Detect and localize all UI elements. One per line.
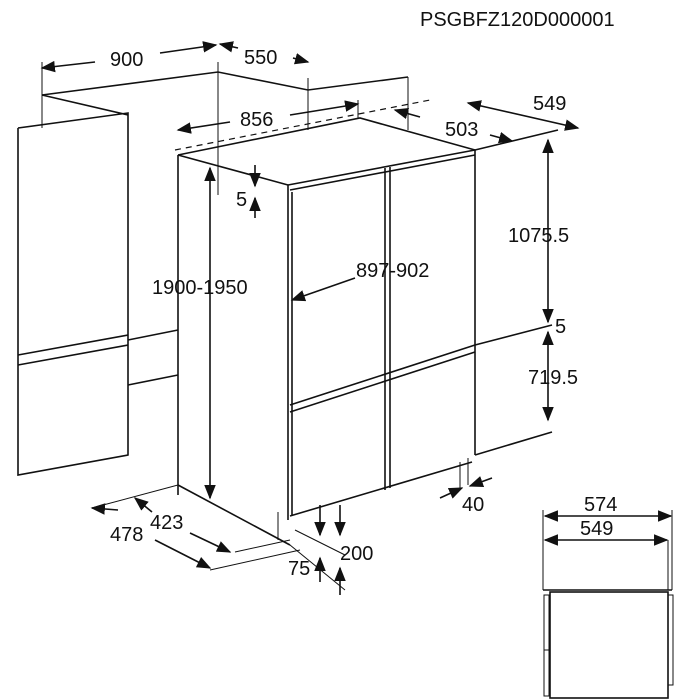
top-view-outline	[542, 510, 674, 699]
dim-floor-depth-outer: 478	[110, 524, 143, 546]
dim-lower-door-height: 719.5	[528, 367, 578, 389]
dim-niche-depth: 550	[244, 47, 277, 69]
dim-upper-door-height: 1075.5	[508, 225, 569, 247]
dim-side-depth-inner: 503	[445, 119, 478, 141]
dim-plinth-offset: 75	[288, 558, 310, 580]
dim-top-view-outer: 574	[584, 494, 617, 516]
floor-lines	[91, 484, 346, 591]
dim-appliance-width: 856	[240, 109, 273, 131]
dim-height-range: 1900-1950	[152, 277, 248, 299]
dim-side-depth-outer: 549	[533, 93, 566, 115]
dim-door-offset: 40	[462, 494, 484, 516]
dimension-lines	[40, 41, 580, 595]
dim-niche-width: 900	[110, 49, 143, 71]
dim-floor-depth-inner: 423	[150, 512, 183, 534]
dim-top-view-inner: 549	[580, 518, 613, 540]
dim-door-gap: 5	[555, 316, 566, 338]
dim-top-gap: 5	[236, 189, 247, 211]
dim-door-width: 897-902	[356, 260, 429, 282]
product-code: PSGBFZ120D000001	[420, 9, 615, 31]
dim-plinth-height: 200	[340, 543, 373, 565]
fridge-outline	[177, 117, 559, 546]
